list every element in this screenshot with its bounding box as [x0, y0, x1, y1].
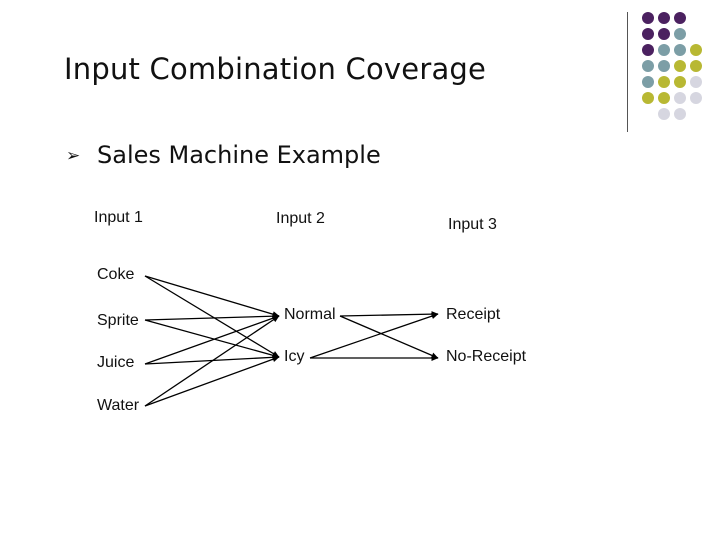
- slide-title: Input Combination Coverage: [64, 52, 487, 86]
- input2-item-icy: Icy: [284, 348, 305, 365]
- arrow-water-icy: [144, 356, 280, 407]
- arrow-sprite-icy: [144, 319, 280, 359]
- grid-dot: [658, 28, 670, 40]
- arrow-sprite-normal: [144, 313, 280, 321]
- arrow-icy-receipt: [309, 313, 439, 359]
- grid-dot: [642, 92, 654, 104]
- decorative-dot-grid: [642, 12, 702, 120]
- arrow-coke-normal: [144, 275, 280, 318]
- input1-item-juice: Juice: [97, 354, 135, 371]
- grid-dot: [674, 108, 686, 120]
- bullet-text: Sales Machine Example: [97, 141, 381, 169]
- grid-dot: [642, 12, 654, 24]
- grid-dot: [674, 76, 686, 88]
- grid-dot: [642, 76, 654, 88]
- grid-dot: [658, 60, 670, 72]
- grid-dot: [658, 92, 670, 104]
- grid-dot: [642, 44, 654, 56]
- grid-dot: [658, 108, 670, 120]
- arrow-water-normal: [144, 315, 280, 407]
- arrow-juice-normal: [144, 315, 280, 365]
- input2-item-normal: Normal: [284, 306, 336, 323]
- column-header-input2: Input 2: [276, 210, 325, 227]
- grid-dot: [674, 60, 686, 72]
- grid-dot: [690, 92, 702, 104]
- decorative-vertical-line: [627, 12, 628, 132]
- grid-dot: [658, 44, 670, 56]
- grid-dot: [642, 60, 654, 72]
- grid-dot: [674, 44, 686, 56]
- grid-dot: [690, 44, 702, 56]
- bullet-arrow-icon: ➢: [66, 146, 81, 166]
- grid-dot: [674, 92, 686, 104]
- input3-item-receipt: Receipt: [446, 306, 501, 323]
- grid-dot: [658, 12, 670, 24]
- column-header-input3: Input 3: [448, 216, 497, 233]
- grid-dot: [642, 28, 654, 40]
- grid-dot: [674, 12, 686, 24]
- arrow-normal-noreceipt: [339, 315, 439, 359]
- input1-item-sprite: Sprite: [97, 312, 139, 329]
- input1-item-coke: Coke: [97, 266, 135, 283]
- grid-dot: [658, 76, 670, 88]
- grid-dot: [690, 76, 702, 88]
- input2-to-input3-arrows: [309, 311, 439, 361]
- arrow-coke-icy: [144, 275, 280, 358]
- input3-item-no-receipt: No-Receipt: [446, 348, 527, 365]
- input1-to-input2-arrows: [144, 275, 280, 407]
- grid-dot: [690, 60, 702, 72]
- column-header-input1: Input 1: [94, 209, 143, 226]
- input1-item-water: Water: [97, 397, 140, 414]
- arrow-normal-receipt: [339, 311, 439, 318]
- grid-dot: [674, 28, 686, 40]
